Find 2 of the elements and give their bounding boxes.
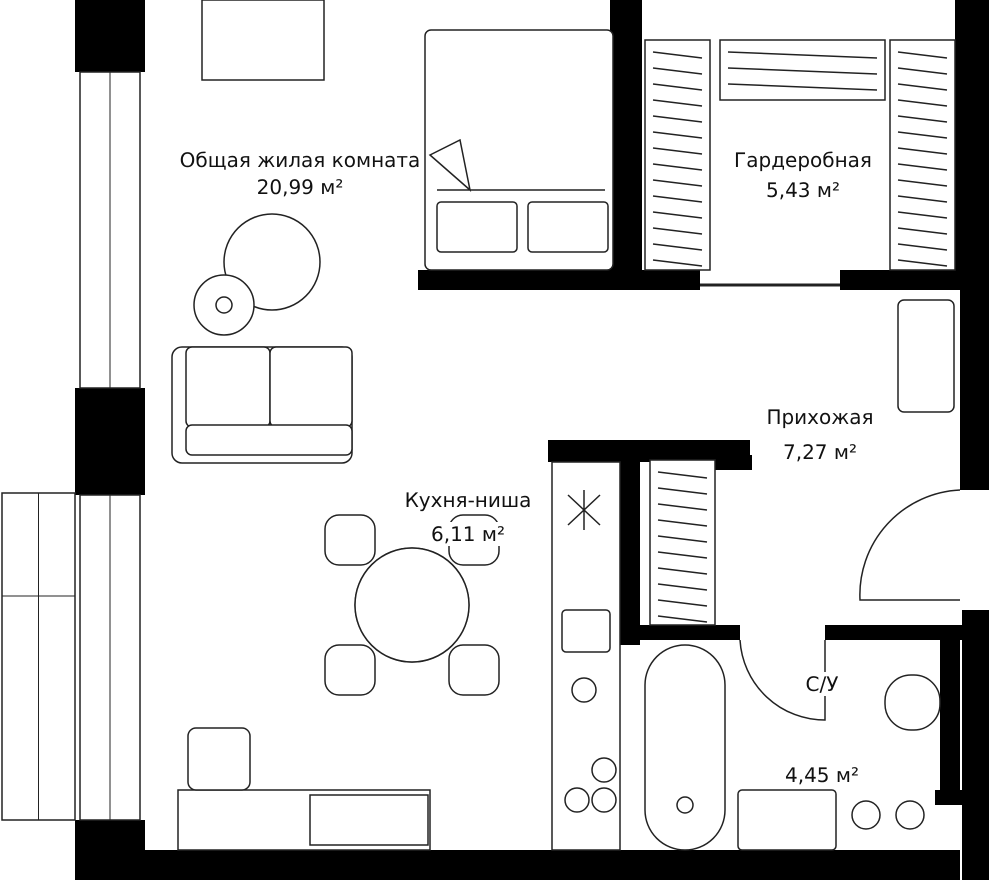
room-name: С/У — [804, 672, 840, 696]
room-area: 6,11 м² — [429, 522, 507, 546]
